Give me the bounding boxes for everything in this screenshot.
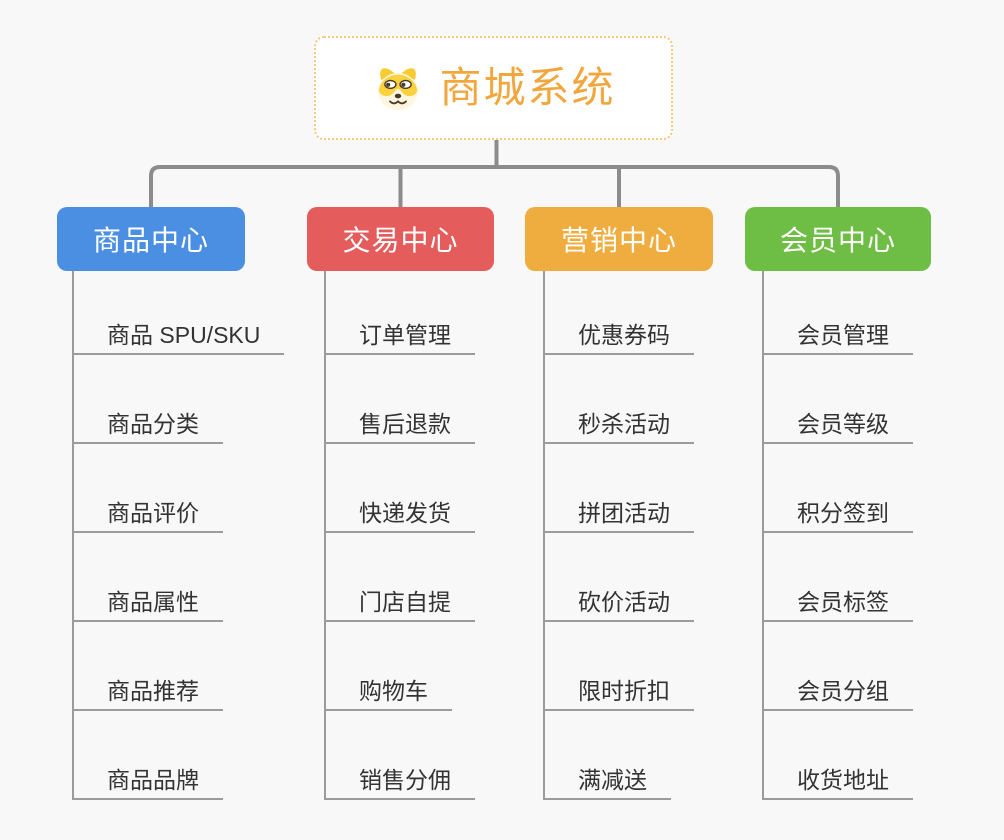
leaf-node-product-spu-sku[interactable]: 商品 SPU/SKU	[72, 320, 285, 355]
leaf-node-member-group[interactable]: 会员分组	[762, 676, 913, 711]
leaf-node-member-level[interactable]: 会员等级	[762, 409, 913, 444]
leaf-node-product-attribute[interactable]: 商品属性	[72, 587, 223, 622]
branch-trunk-line	[762, 271, 764, 800]
branch-node-member-center[interactable]: 会员中心	[745, 207, 931, 271]
leaf-node-bargain-activity[interactable]: 砍价活动	[543, 587, 694, 622]
leaf-node-group-buy[interactable]: 拼团活动	[543, 498, 694, 533]
branch-node-trade-center[interactable]: 交易中心	[307, 207, 494, 271]
leaf-node-coupon-code[interactable]: 优惠券码	[543, 320, 694, 355]
leaf-node-product-recommend[interactable]: 商品推荐	[72, 676, 223, 711]
leaf-node-product-brand[interactable]: 商品品牌	[72, 765, 223, 800]
branch-node-marketing-center[interactable]: 营销中心	[525, 207, 713, 271]
leaf-node-spend-and-save[interactable]: 满减送	[543, 765, 671, 800]
leaf-node-shopping-cart[interactable]: 购物车	[324, 676, 452, 711]
leaf-node-product-review[interactable]: 商品评价	[72, 498, 223, 533]
leaf-node-limited-time-discount[interactable]: 限时折扣	[543, 676, 694, 711]
leaf-node-member-management[interactable]: 会员管理	[762, 320, 913, 355]
branch-trunk-line	[72, 271, 74, 800]
root-node[interactable]: 商城系统	[314, 36, 673, 140]
branch-trunk-line	[543, 271, 545, 800]
leaf-node-express-delivery[interactable]: 快递发货	[324, 498, 475, 533]
leaf-node-order-management[interactable]: 订单管理	[324, 320, 475, 355]
leaf-node-shipping-address[interactable]: 收货地址	[762, 765, 913, 800]
leaf-node-after-sale-refund[interactable]: 售后退款	[324, 409, 475, 444]
leaf-node-product-category[interactable]: 商品分类	[72, 409, 223, 444]
branch-bus-line	[149, 165, 840, 207]
leaf-node-points-checkin[interactable]: 积分签到	[762, 498, 913, 533]
leaf-node-sales-commission[interactable]: 销售分佣	[324, 765, 475, 800]
leaf-node-member-tag[interactable]: 会员标签	[762, 587, 913, 622]
root-title: 商城系统	[439, 64, 616, 111]
branch-trunk-line	[324, 271, 326, 800]
leaf-node-store-pickup[interactable]: 门店自提	[324, 587, 475, 622]
dog-face-icon	[378, 68, 419, 111]
branch-node-product-center[interactable]: 商品中心	[57, 207, 245, 271]
leaf-node-flash-sale[interactable]: 秒杀活动	[543, 409, 694, 444]
